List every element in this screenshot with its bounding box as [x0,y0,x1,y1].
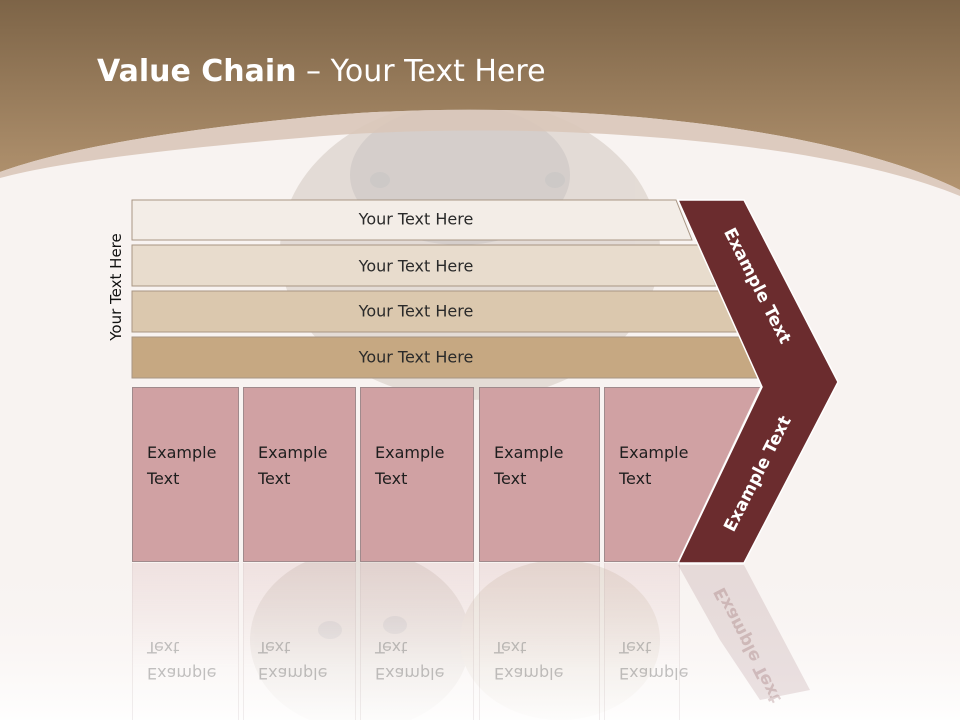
chevron-shape [676,199,839,564]
page-title: Value Chain – Your Text Here [97,54,546,89]
activity-box-reflection: Example Text [604,563,688,720]
reflection-text: Example Text [147,638,217,683]
activity-box-label: Example Text [494,443,564,488]
title-bold: Value Chain [97,54,297,89]
title-rest: – Your Text Here [296,54,546,89]
activity-box-label: Example Text [258,443,328,488]
row-label-1: Your Text Here [358,209,474,229]
row-label-4: Your Text Here [358,347,474,367]
activity-box-label: Example Text [619,443,689,488]
activity-box-label: Example Text [147,443,217,488]
activity-box-reflection: Example Text [132,563,239,720]
row-bar-1 [131,199,693,241]
reflection-text: Example Text [619,638,689,683]
reflection-text: Example Text [494,638,564,683]
chevron-reflection [678,565,810,700]
activity-box-2: Example Text [243,387,356,562]
reflection-text: Example Text [375,638,445,683]
reflection-text: Example Text [258,638,328,683]
activity-box-label: Example Text [375,443,445,488]
activity-box-1: Example Text [132,387,239,562]
row-label-3: Your Text Here [358,301,474,321]
activity-box-3: Example Text [360,387,474,562]
activity-box-reflection: Example Text [243,563,356,720]
activity-box-reflection: Example Text [479,563,600,720]
row-label-2: Your Text Here [358,256,474,276]
activity-box-4: Example Text [479,387,600,562]
activity-box-reflection: Example Text [360,563,474,720]
